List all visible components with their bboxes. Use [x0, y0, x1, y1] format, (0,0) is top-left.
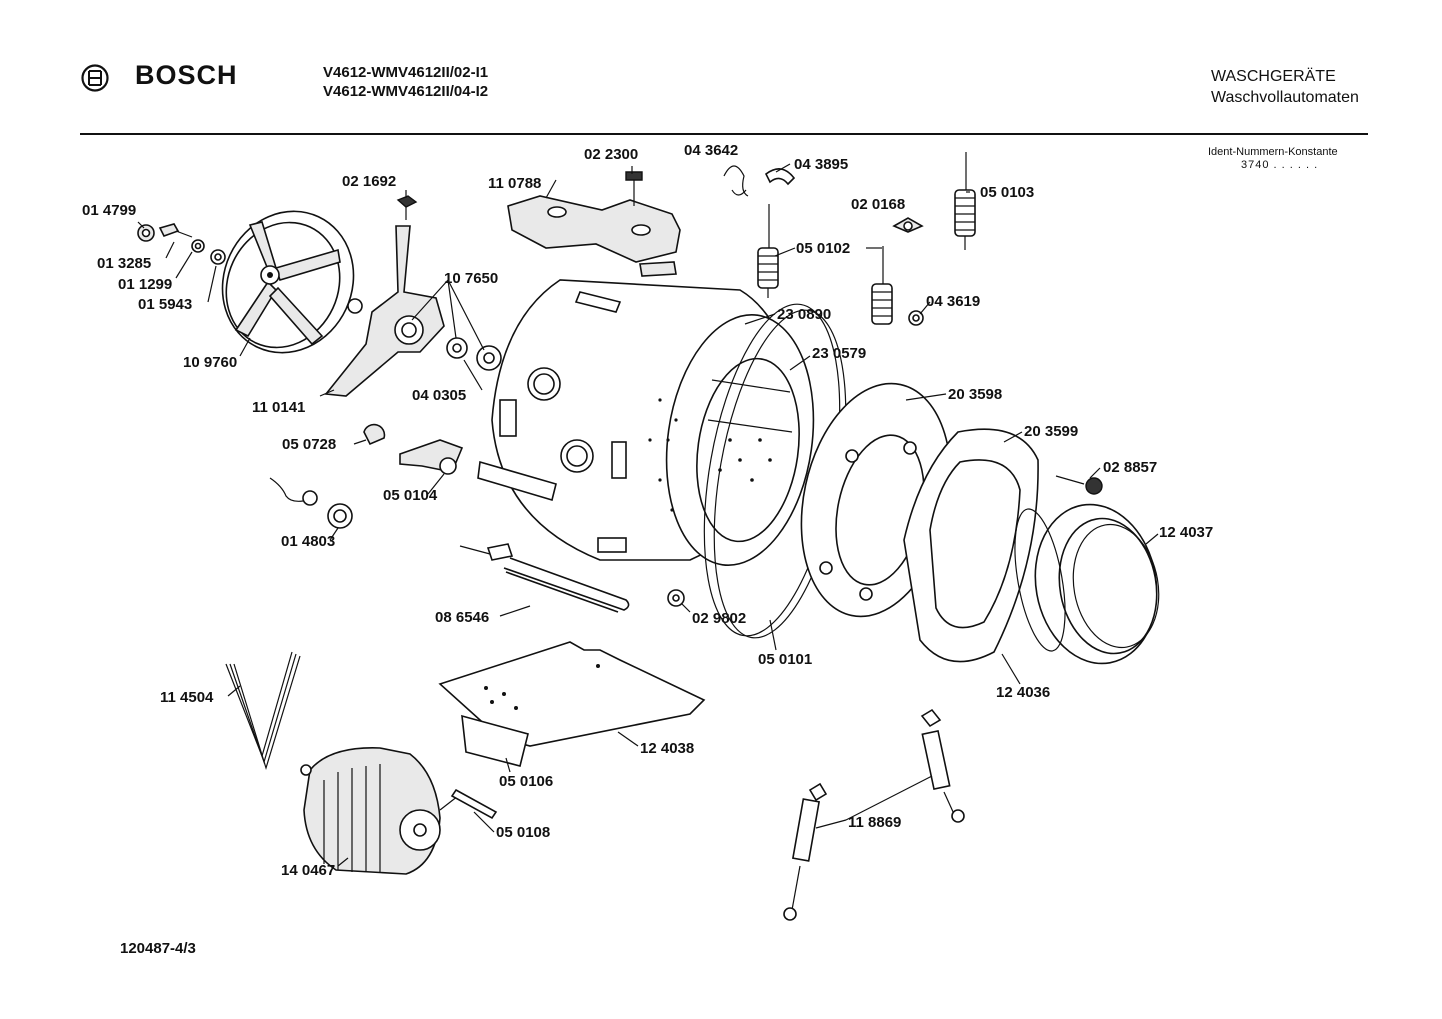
part-label: 11 0141 — [252, 399, 305, 416]
part-label: 04 3895 — [794, 156, 848, 173]
ident-value: 3740 . . . . . . — [1241, 159, 1319, 171]
part-label: 12 4037 — [1159, 524, 1213, 541]
part-label: 05 0728 — [282, 436, 336, 453]
part-label: 01 1299 — [118, 276, 172, 293]
leader-lines — [137, 163, 1159, 867]
part-label: 05 0103 — [980, 184, 1034, 201]
part-label: 12 4036 — [996, 684, 1050, 701]
part-label: 04 0305 — [412, 387, 466, 404]
part-label: 02 8857 — [1103, 459, 1157, 476]
part-label: 12 4038 — [640, 740, 694, 757]
part-drawings — [137, 152, 1160, 921]
part-label: 04 3619 — [926, 293, 980, 310]
part-label: 10 9760 — [183, 354, 237, 371]
part-label: 11 8869 — [848, 814, 901, 831]
part-label: 02 2300 — [584, 146, 638, 163]
part-label: 01 5943 — [138, 296, 192, 313]
part-label: 02 0168 — [851, 196, 905, 213]
brand-name: BOSCH — [135, 60, 238, 90]
category-subtitle: Waschvollautomaten — [1211, 89, 1359, 106]
part-labels: 01 4799 01 3285 01 1299 01 5943 10 9760 … — [82, 142, 1213, 879]
part-label: 04 3642 — [684, 142, 738, 159]
part-label: 23 0579 — [812, 345, 866, 362]
part-label: 23 0890 — [777, 306, 831, 323]
part-label: 05 0102 — [796, 240, 850, 257]
model-number-2: V4612-WMV4612II/04-I2 — [323, 83, 489, 100]
part-label: 11 0788 — [488, 175, 541, 192]
part-label: 11 4504 — [160, 689, 214, 706]
part-label: 05 0106 — [499, 773, 553, 790]
part-label: 01 4799 — [82, 202, 136, 219]
part-label: 20 3599 — [1024, 423, 1078, 440]
part-label: 20 3598 — [948, 386, 1002, 403]
part-label: 05 0101 — [758, 651, 812, 668]
part-label: 14 0467 — [281, 862, 335, 879]
drawing-number: 120487-4/3 — [120, 940, 196, 957]
part-label: 08 6546 — [435, 609, 489, 626]
part-label: 01 3285 — [97, 255, 151, 272]
part-label: 02 1692 — [342, 173, 396, 190]
part-label: 10 7650 — [444, 270, 498, 287]
part-label: 05 0104 — [383, 487, 438, 504]
part-label: 05 0108 — [496, 824, 550, 841]
part-label: 02 9802 — [692, 610, 746, 627]
ident-label: Ident-Nummern-Konstante — [1208, 146, 1338, 158]
part-label: 01 4803 — [281, 533, 335, 550]
model-number-1: V4612-WMV4612II/02-I1 — [323, 64, 489, 81]
header-divider — [80, 133, 1368, 135]
bosch-logo-icon — [81, 64, 109, 92]
category-title: WASCHGERÄTE — [1211, 68, 1336, 85]
